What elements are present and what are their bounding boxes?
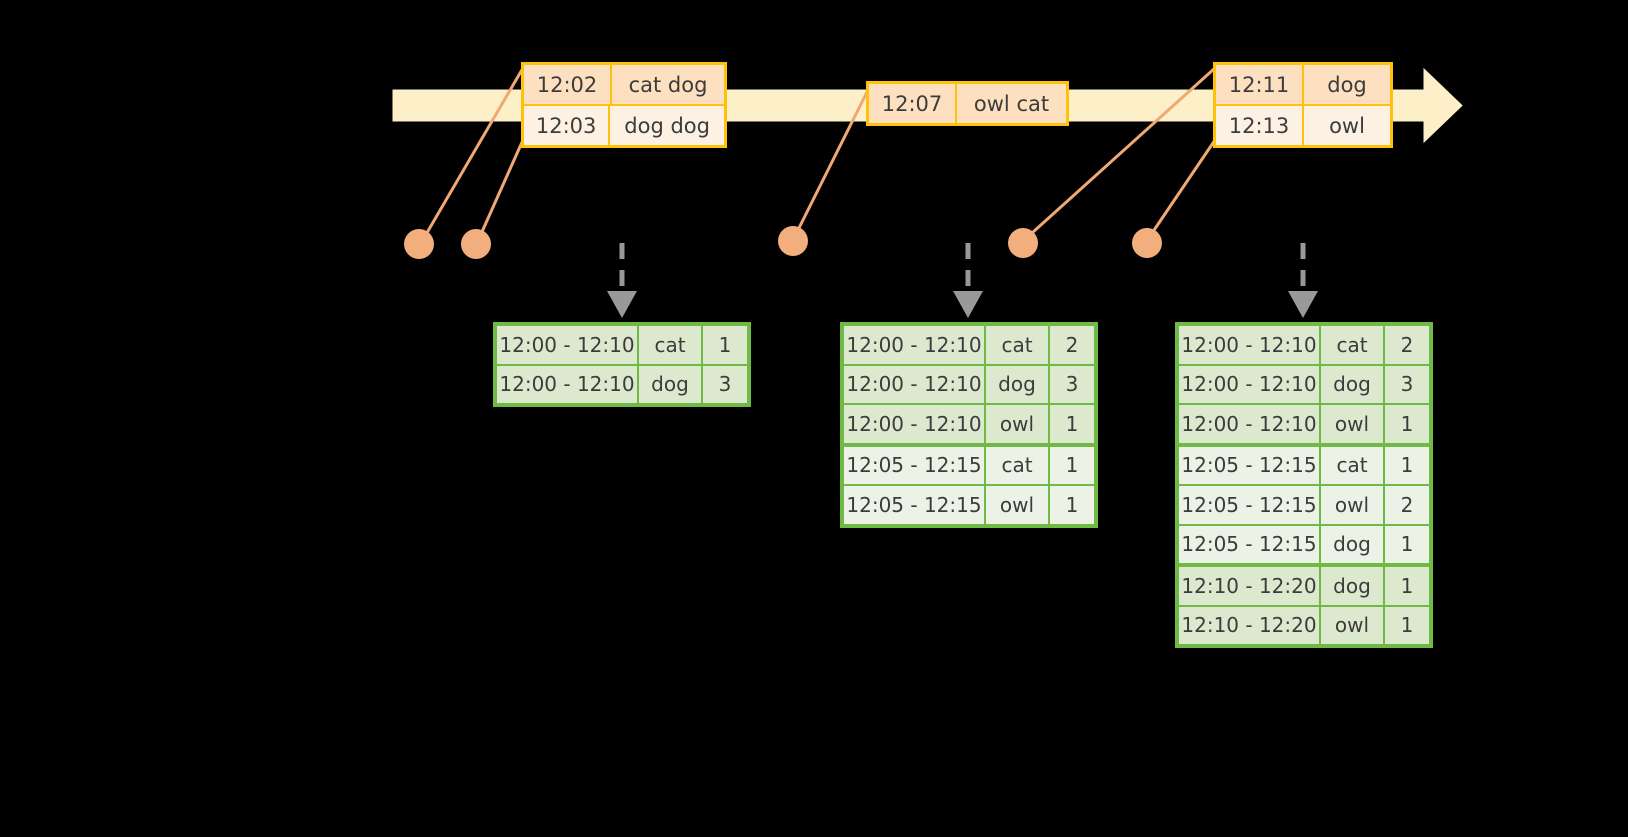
cell-window: 12:00 - 12:10	[1179, 326, 1321, 364]
cell-word: cat	[639, 326, 703, 364]
trigger-arrowhead-1	[607, 291, 637, 318]
cell-count: 2	[1050, 326, 1094, 364]
source-dot-2	[461, 229, 491, 259]
cell-count: 1	[1385, 606, 1429, 644]
cell-word: cat	[1321, 446, 1385, 484]
cell-count: 3	[1385, 365, 1429, 403]
cell-word: cat	[986, 446, 1050, 484]
connector-line-5	[1144, 139, 1217, 243]
event-row: 12:02 cat dog	[524, 65, 724, 104]
cell-word: owl	[986, 405, 1050, 443]
cell-count: 3	[1050, 365, 1094, 403]
source-dot-3	[778, 226, 808, 256]
cell-word: owl	[1321, 486, 1385, 524]
event-row: 12:03 dog dog	[524, 104, 724, 145]
cell-window: 12:00 - 12:10	[844, 405, 986, 443]
connector-line-3	[791, 89, 870, 241]
trigger-arrows	[619, 243, 1306, 296]
cell-count: 1	[703, 326, 747, 364]
cell-word: cat	[1321, 326, 1385, 364]
event-words: dog	[1304, 65, 1390, 104]
cell-window: 12:00 - 12:10	[1179, 405, 1321, 443]
event-words: dog dog	[610, 106, 724, 145]
cell-word: dog	[1321, 567, 1385, 605]
cell-window: 12:05 - 12:15	[1179, 486, 1321, 524]
source-dot-4	[1008, 228, 1038, 258]
cell-window: 12:10 - 12:20	[1179, 567, 1321, 605]
cell-window: 12:00 - 12:10	[844, 326, 986, 364]
cell-count: 1	[1385, 446, 1429, 484]
cell-word: owl	[1321, 606, 1385, 644]
cell-count: 2	[1385, 326, 1429, 364]
cell-count: 1	[1050, 405, 1094, 443]
cell-word: owl	[986, 486, 1050, 524]
cell-window: 12:05 - 12:15	[1179, 446, 1321, 484]
cell-count: 1	[1385, 567, 1429, 605]
source-dot-1	[404, 229, 434, 259]
event-time: 12:11	[1216, 65, 1304, 104]
cell-window: 12:05 - 12:15	[844, 446, 986, 484]
cell-window: 12:00 - 12:10	[1179, 365, 1321, 403]
cell-word: cat	[986, 326, 1050, 364]
cell-word: dog	[639, 365, 703, 403]
event-words: owl cat	[957, 84, 1066, 123]
event-time: 12:02	[524, 65, 612, 104]
event-group-1: 12:02 cat dog 12:03 dog dog	[521, 62, 727, 148]
event-row: 12:07 owl cat	[869, 84, 1066, 123]
cell-count: 1	[1385, 405, 1429, 443]
event-words: owl	[1304, 106, 1390, 145]
trigger-arrowhead-3	[1288, 291, 1318, 318]
cell-word: dog	[1321, 525, 1385, 563]
event-time: 12:03	[524, 106, 611, 145]
cell-window: 12:10 - 12:20	[1179, 606, 1321, 644]
connector-line-2	[475, 139, 525, 244]
cell-window: 12:00 - 12:10	[497, 326, 639, 364]
cell-window: 12:00 - 12:10	[497, 365, 639, 403]
cell-count: 1	[1050, 446, 1094, 484]
cell-word: owl	[1321, 405, 1385, 443]
cell-word: dog	[1321, 365, 1385, 403]
cell-count: 1	[1385, 525, 1429, 563]
event-group-2: 12:07 owl cat	[866, 81, 1069, 126]
cell-window: 12:05 - 12:15	[1179, 525, 1321, 563]
event-group-3: 12:11 dog 12:13 owl	[1213, 62, 1393, 148]
event-row: 12:11 dog	[1216, 65, 1390, 104]
connector-line-1	[419, 67, 525, 244]
cell-count: 1	[1050, 486, 1094, 524]
event-words: cat dog	[612, 65, 724, 104]
event-time: 12:13	[1216, 106, 1304, 145]
cell-window: 12:05 - 12:15	[844, 486, 986, 524]
cell-count: 2	[1385, 486, 1429, 524]
source-dot-5	[1132, 228, 1162, 258]
cell-word: dog	[986, 365, 1050, 403]
cell-window: 12:00 - 12:10	[844, 365, 986, 403]
trigger-arrowheads	[607, 291, 1318, 318]
source-dots	[404, 226, 1162, 259]
event-row: 12:13 owl	[1216, 104, 1390, 145]
cell-count: 3	[703, 365, 747, 403]
event-time: 12:07	[869, 84, 957, 123]
trigger-arrowhead-2	[953, 291, 983, 318]
